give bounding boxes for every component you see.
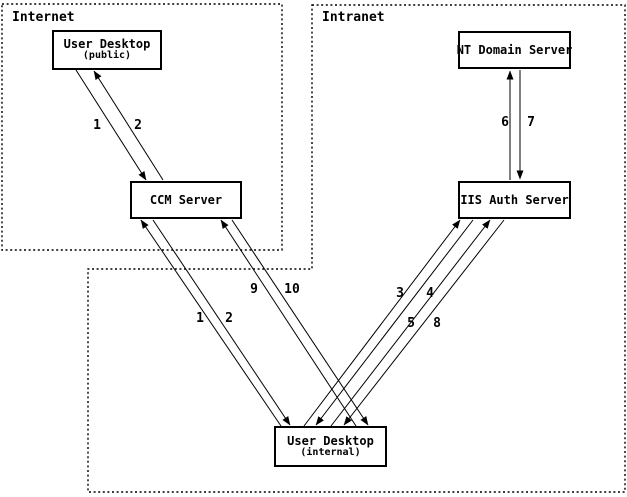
arrow-4-iis-to-internal xyxy=(315,219,474,426)
arrow-9-internal-to-ccm xyxy=(220,219,357,427)
arrow-2-ccm-to-internal xyxy=(152,219,291,426)
internet-zone-label: Internet xyxy=(12,10,75,25)
arrow-8-iis-to-internal xyxy=(343,219,505,426)
node-user-desktop-public: User Desktop (public) xyxy=(52,30,162,70)
arrow-label-1-public: 1 xyxy=(93,118,101,133)
arrow-5-internal-to-iis xyxy=(330,219,491,427)
arrow-label-4: 4 xyxy=(426,286,434,301)
node-user-desktop-internal-label: User Desktop xyxy=(287,433,374,448)
arrow-label-7: 7 xyxy=(527,115,535,130)
intranet-zone-border xyxy=(87,4,626,493)
arrow-label-1-internal: 1 xyxy=(196,311,204,326)
node-nt-domain-server-label: NT Domain Server xyxy=(456,42,573,57)
node-nt-domain-server: NT Domain Server xyxy=(456,31,573,69)
node-user-desktop-public-sublabel: (public) xyxy=(82,50,132,62)
arrow-label-9: 9 xyxy=(250,282,258,297)
arrow-label-6: 6 xyxy=(501,115,509,130)
arrow-label-5: 5 xyxy=(407,316,415,331)
node-iis-auth-server: IIS Auth Server xyxy=(458,181,571,219)
node-ccm-server-label: CCM Server xyxy=(149,192,223,207)
arrow-3-internal-to-iis xyxy=(303,219,461,427)
arrow-10-ccm-to-internal xyxy=(231,219,369,426)
intranet-zone-label: Intranet xyxy=(322,10,385,25)
arrow-2-ccm-to-public xyxy=(93,70,164,181)
node-user-desktop-internal-sublabel: (internal) xyxy=(300,446,361,458)
arrow-label-8: 8 xyxy=(433,316,441,331)
internet-zone-border xyxy=(1,3,283,251)
node-iis-auth-server-label: IIS Auth Server xyxy=(460,192,569,207)
arrow-label-2-internal: 2 xyxy=(225,311,233,326)
node-user-desktop-internal: User Desktop (internal) xyxy=(274,426,387,467)
node-user-desktop-public-label: User Desktop xyxy=(63,37,151,52)
arrow-1-public-to-ccm xyxy=(75,69,147,181)
node-ccm-server: CCM Server xyxy=(130,181,242,219)
arrow-label-2-public: 2 xyxy=(134,118,142,133)
arrow-1-internal-to-ccm xyxy=(140,219,282,427)
arrow-label-10: 10 xyxy=(284,282,300,297)
arrow-label-3: 3 xyxy=(396,286,404,301)
